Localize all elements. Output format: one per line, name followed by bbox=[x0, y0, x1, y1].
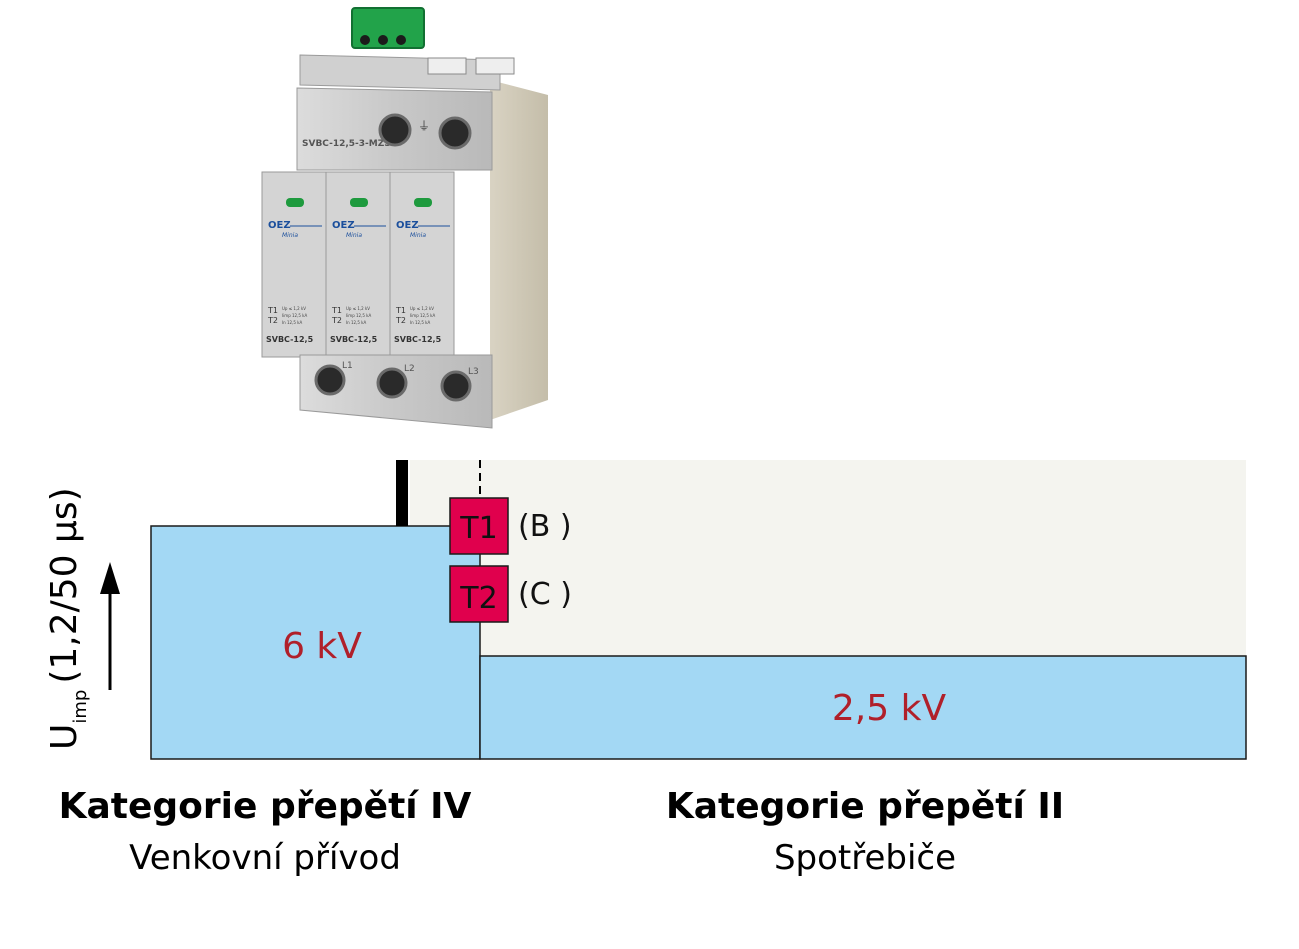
svg-text:Uimp(1,2/50 µs): Uimp (1,2/50 µs) bbox=[44, 487, 91, 750]
t2-label: T2 bbox=[459, 581, 497, 616]
y-axis-rest: (1,2/50 µs) bbox=[44, 487, 85, 683]
device-model-label: SVBC-12,5-3-MZS bbox=[302, 139, 391, 149]
terminal-label: L2 bbox=[404, 364, 415, 374]
module-spec-line: Up ≤ 1,2 kV bbox=[346, 306, 370, 311]
ground-terminal-right bbox=[438, 116, 472, 150]
y-axis-main: U bbox=[44, 724, 85, 750]
brand-sub-label: Minia bbox=[346, 232, 362, 239]
t2-badge: T2 bbox=[449, 565, 509, 623]
brand-logo: OEZ bbox=[268, 220, 291, 231]
module-spec-line: Up ≤ 1,2 kV bbox=[410, 306, 434, 311]
module-label: SVBC-12,5 bbox=[330, 335, 378, 344]
background-zone bbox=[410, 460, 1246, 660]
zone-low-value: 2,5 kV bbox=[832, 688, 947, 729]
ground-symbol-icon: ⏚ bbox=[418, 119, 430, 133]
terminal-label: L1 bbox=[342, 361, 353, 371]
category-ii-subtitle: Spotřebiče bbox=[773, 838, 957, 878]
module-spec-line: Iimp 12,5 kA bbox=[346, 313, 371, 318]
zone-category-ii bbox=[479, 655, 1247, 760]
t1-label: T1 bbox=[459, 511, 497, 546]
brand-sub-label: Minia bbox=[410, 232, 426, 239]
device-terminals: L1 L2 L3 bbox=[314, 361, 479, 402]
overvoltage-category-diagram: 6 kV 2,5 kV T1 (B ) T2 (C ) bbox=[44, 460, 1247, 760]
y-axis-sub: imp bbox=[70, 690, 91, 724]
green-connector-terminal bbox=[351, 7, 425, 49]
device-side-panel bbox=[490, 80, 548, 420]
module-type-code: T1 bbox=[267, 306, 278, 315]
module-spec-line: In 12,5 kA bbox=[346, 320, 366, 325]
zone-high-value: 6 kV bbox=[282, 626, 362, 667]
module-spec-line: Iimp 12,5 kA bbox=[282, 313, 307, 318]
status-indicator-icon bbox=[414, 198, 432, 207]
category-ii-title: Kategorie přepětí II bbox=[665, 786, 1065, 827]
module-label: SVBC-12,5 bbox=[394, 335, 442, 344]
top-slot-a bbox=[427, 57, 467, 75]
screw-terminal-icon bbox=[440, 370, 472, 402]
y-axis-arrow bbox=[100, 562, 120, 690]
status-indicator-icon bbox=[350, 198, 368, 207]
screw-terminal-icon bbox=[376, 367, 408, 399]
category-iv-subtitle: Venkovní přívod bbox=[129, 838, 401, 878]
screw-terminal-icon bbox=[314, 364, 346, 396]
module-type-code: T1 bbox=[331, 306, 342, 315]
supply-line-marker bbox=[396, 460, 408, 526]
module-spec-line: Iimp 12,5 kA bbox=[410, 313, 435, 318]
module-type-code: T2 bbox=[331, 316, 342, 325]
module-spec-line: In 12,5 kA bbox=[282, 320, 302, 325]
category-iv-title: Kategorie přepětí IV bbox=[58, 786, 472, 827]
module-spec-line: In 12,5 kA bbox=[410, 320, 430, 325]
t2-class-label: (C ) bbox=[518, 577, 572, 612]
terminal-label: L3 bbox=[468, 367, 479, 377]
brand-sub-label: Minia bbox=[282, 232, 298, 239]
module-label: SVBC-12,5 bbox=[266, 335, 314, 344]
y-axis-label: Uimp (1,2/50 µs) bbox=[44, 487, 91, 750]
module-spec-line: Up ≤ 1,2 kV bbox=[282, 306, 306, 311]
t1-class-label: (B ) bbox=[518, 509, 572, 544]
device-top-rail bbox=[299, 54, 501, 91]
zone-category-iv bbox=[150, 525, 481, 760]
module-type-code: T2 bbox=[267, 316, 278, 325]
module-type-code: T2 bbox=[395, 316, 406, 325]
t1-badge: T1 bbox=[449, 497, 509, 555]
brand-logo: OEZ bbox=[332, 220, 355, 231]
module-type-code: T1 bbox=[395, 306, 406, 315]
ground-terminal-left bbox=[378, 113, 412, 147]
status-indicator-icon bbox=[286, 198, 304, 207]
brand-logo: OEZ bbox=[396, 220, 419, 231]
top-slot-b bbox=[475, 57, 515, 75]
